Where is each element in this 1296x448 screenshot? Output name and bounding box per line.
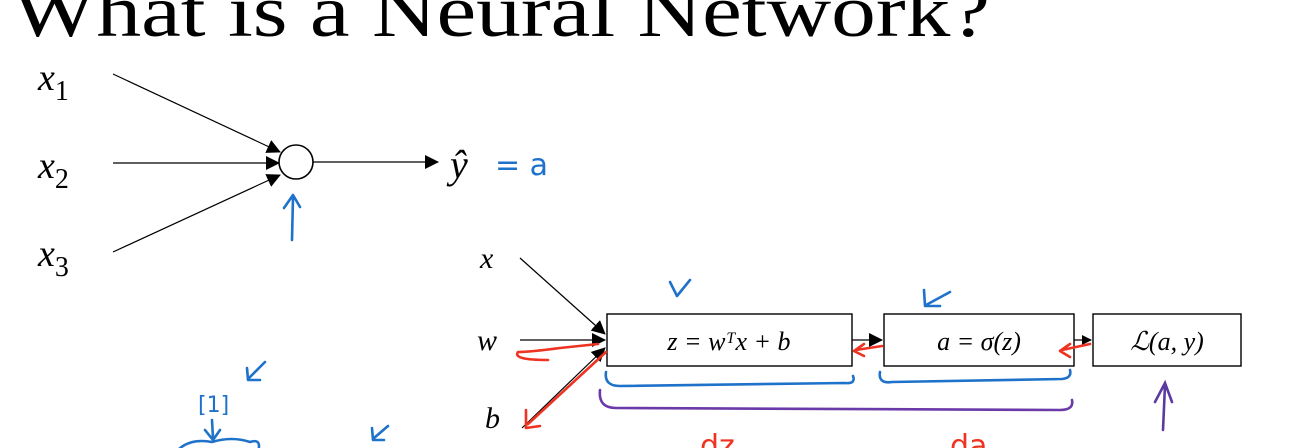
input-x3: x3 [37,233,69,283]
neuron-node [278,144,314,180]
backprop-arrow-z-icon [852,342,884,358]
brace-linear [604,370,855,388]
neuron-diagram: x1 x2 x3 ŷ = a [37,57,548,283]
small-down-arrow-icon [203,418,222,442]
output-y-hat: ŷ [446,142,468,187]
cloud-sketch [178,437,261,448]
up-arrow-annotation-icon [282,193,302,242]
edge-x-to-z [519,257,606,335]
up-arrow-loss-icon [1153,379,1174,432]
handwritten-notes: [1] [178,360,390,448]
graph-input-w: w [477,324,497,357]
derivative-dz: dz [700,429,735,448]
brace-backprop [598,388,1074,412]
check-mark-icon [668,278,692,298]
graph-input-x: x [479,242,494,275]
computation-graph: x w b z = wᵀx + b a = σ(z) ℒ(a, y) dz da [477,242,1242,448]
box-activation [883,313,1075,367]
box-linear-label: z = wᵀx + b [666,327,790,356]
input-x1: x1 [37,57,69,107]
backprop-arrow-a-icon [1058,342,1092,359]
box-loss-label: ℒ(a, y) [1130,327,1204,356]
layer-annotation: [1] [198,393,229,418]
graph-input-b: b [485,402,500,435]
arrow-annotation-icon [245,360,267,382]
box-loss [1092,313,1242,367]
backprop-arrow-w-icon [515,342,600,362]
box-linear [606,313,853,367]
input-x2: x2 [37,145,69,195]
box-activation-label: a = σ(z) [937,327,1021,356]
backprop-arrow-b-icon [524,350,608,430]
output-annotation: = a [495,148,548,183]
slide-title: What is a Neural Network? [12,0,990,53]
down-arrow-annotation-icon [922,288,952,308]
edge-x3 [112,174,281,253]
edge-b-to-z [521,347,606,429]
derivative-da: da [950,429,987,448]
edge-x1 [112,73,281,153]
brace-activation [878,368,1072,384]
small-check-icon [370,424,390,442]
